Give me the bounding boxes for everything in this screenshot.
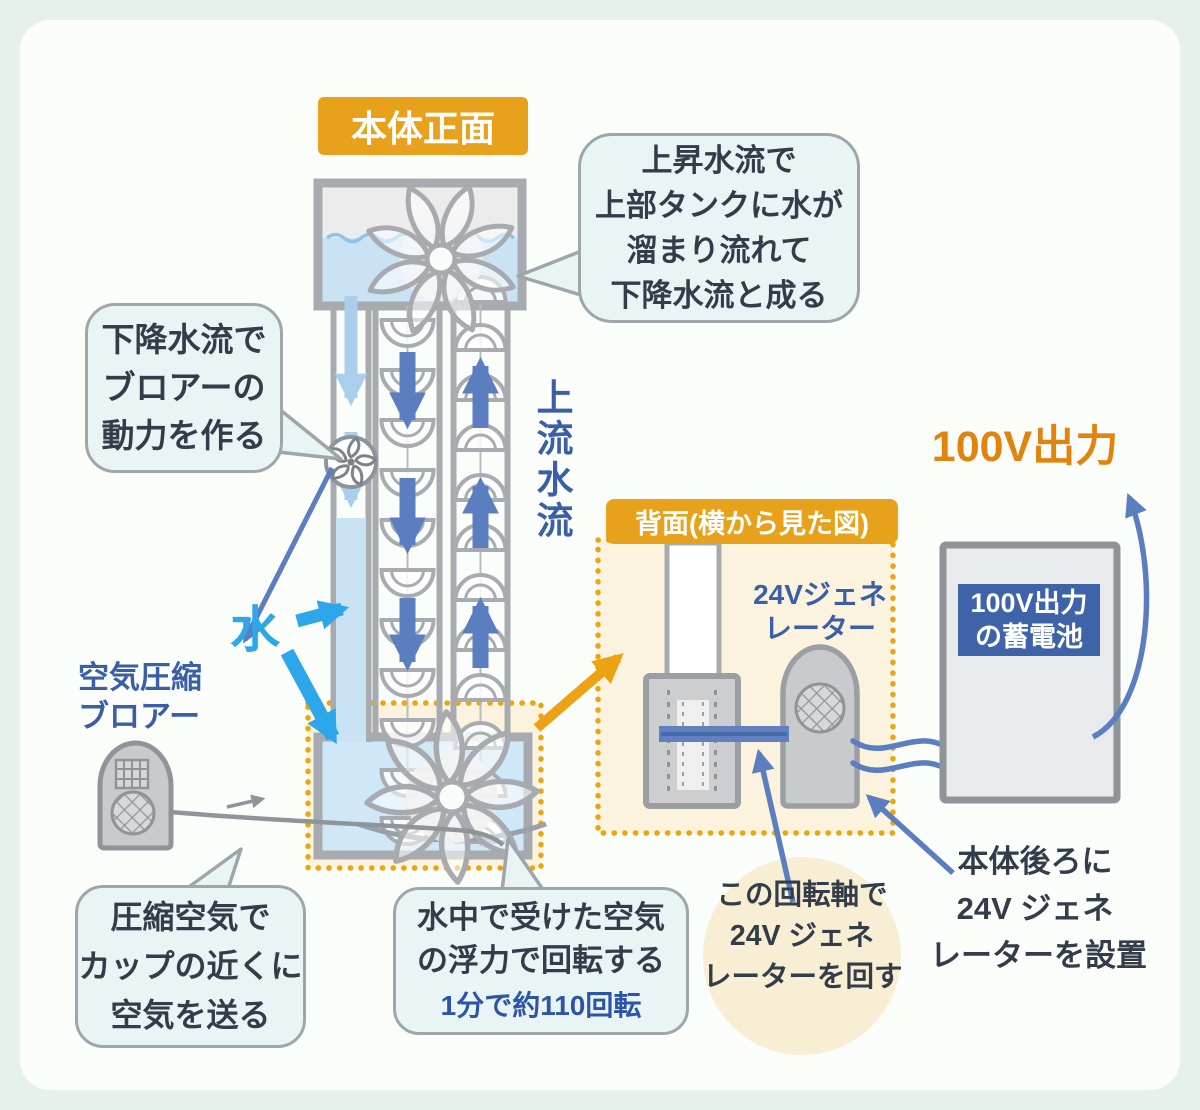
back-view-badge-label: 背面(横から見た図) <box>635 509 869 539</box>
generator-label-line: 24Vジェネ <box>753 579 887 610</box>
water-arrow-icon <box>280 648 340 745</box>
bubble-line: 動力を作る <box>101 417 267 454</box>
generator-label: 24Vジェネ レーター <box>750 578 890 646</box>
blower-label: 空気圧縮 ブロアー <box>78 658 202 736</box>
bubble-line: 水中で受けた空気 <box>417 899 665 935</box>
shaft-note-line: この回転軸で <box>716 879 888 911</box>
rotation-shaft <box>659 726 789 742</box>
battery-label-line: の蓄電池 <box>975 622 1083 652</box>
output-label: 100V出力 <box>925 412 1125 474</box>
battery-output-arrow-icon <box>1091 492 1150 740</box>
install-note-line: 本体後ろに <box>957 844 1113 879</box>
bubble-line: 上部タンクに水が <box>595 188 843 223</box>
install-note: 本体後ろに 24V ジェネ レーターを設置 <box>930 838 1147 979</box>
paddle-wheel-bottom-icon <box>365 710 539 884</box>
shaft-note: この回転軸で 24V ジェネ レーターを回す <box>703 875 903 998</box>
install-note-line: 24V ジェネ <box>956 891 1114 926</box>
orange-arrow-icon <box>533 653 624 732</box>
output-label-text: 100V出力 <box>931 423 1119 471</box>
bubble-line: 溜まり流れて <box>626 233 812 268</box>
bubble-tails <box>184 248 586 893</box>
bubble-line: カップの近くに <box>78 948 303 984</box>
back-view-badge: 背面(横から見た図) <box>606 499 898 544</box>
back-view-pipe <box>664 540 722 682</box>
downpipe-water <box>336 518 366 742</box>
bubble-line: の浮力で回転する <box>417 942 665 978</box>
fan-icon <box>324 435 378 489</box>
upflow-label: 上流水流 <box>524 378 578 542</box>
shaft-note-line: 24V ジェネ <box>729 920 875 952</box>
blower-icon <box>97 740 174 851</box>
compressed-air-bubble: 圧縮空気で カップの近くに 空気を送る <box>75 885 306 1048</box>
buoyancy-bubble: 水中で受けた空気 の浮力で回転する 1分で約110回転 <box>393 887 689 1035</box>
install-note-line: レーターを設置 <box>930 938 1147 973</box>
note-to-shaft-arrow-icon <box>751 748 796 903</box>
upflow-label-text: 上流水流 <box>531 378 572 542</box>
air-flow-arrow-icon <box>226 794 266 809</box>
bubble-line: 空気を送る <box>110 997 271 1033</box>
shaft-note-line: レーターを回す <box>703 961 903 993</box>
water-label-text: 水 <box>230 602 280 658</box>
bubble-line: 下降水流で <box>101 321 267 358</box>
water-arrow-icon <box>295 600 350 630</box>
note-to-generator-arrow-icon <box>865 794 955 876</box>
bubble-line: 上昇水流で <box>641 143 797 178</box>
generator-label-line: レーター <box>763 613 876 644</box>
front-view-badge: 本体正面 <box>318 97 528 155</box>
paddle-wheel-top-icon <box>365 183 516 334</box>
battery-label-line: 100V出力 <box>970 588 1088 618</box>
battery-label: 100V出力 の蓄電池 <box>958 584 1100 656</box>
air-hose-line <box>169 809 505 847</box>
bubble-line: 圧縮空気で <box>110 899 271 935</box>
channel-flow-arrows <box>389 352 499 672</box>
bubble-line: ブロアーの <box>102 369 266 406</box>
channel-walls <box>330 306 511 742</box>
blower-label-line: ブロアー <box>78 699 201 734</box>
blower-label-line: 空気圧縮 <box>78 660 202 695</box>
bubble-line: 下降水流と成る <box>610 278 828 313</box>
generator-wires <box>850 738 947 773</box>
downflow-bubble: 下降水流で ブロアーの 動力を作る <box>85 303 283 473</box>
water-label: 水 <box>230 590 280 662</box>
shaft-note-circle <box>703 857 901 1055</box>
front-view-badge-label: 本体正面 <box>350 108 495 149</box>
top-flow-bubble: 上昇水流で 上部タンクに水が 溜まり流れて 下降水流と成る <box>578 133 860 323</box>
generator-icon <box>780 644 860 809</box>
rotation-speed-note: 1分で約110回転 <box>440 989 642 1021</box>
bubble-to-blower-arrow-icon <box>242 466 335 644</box>
